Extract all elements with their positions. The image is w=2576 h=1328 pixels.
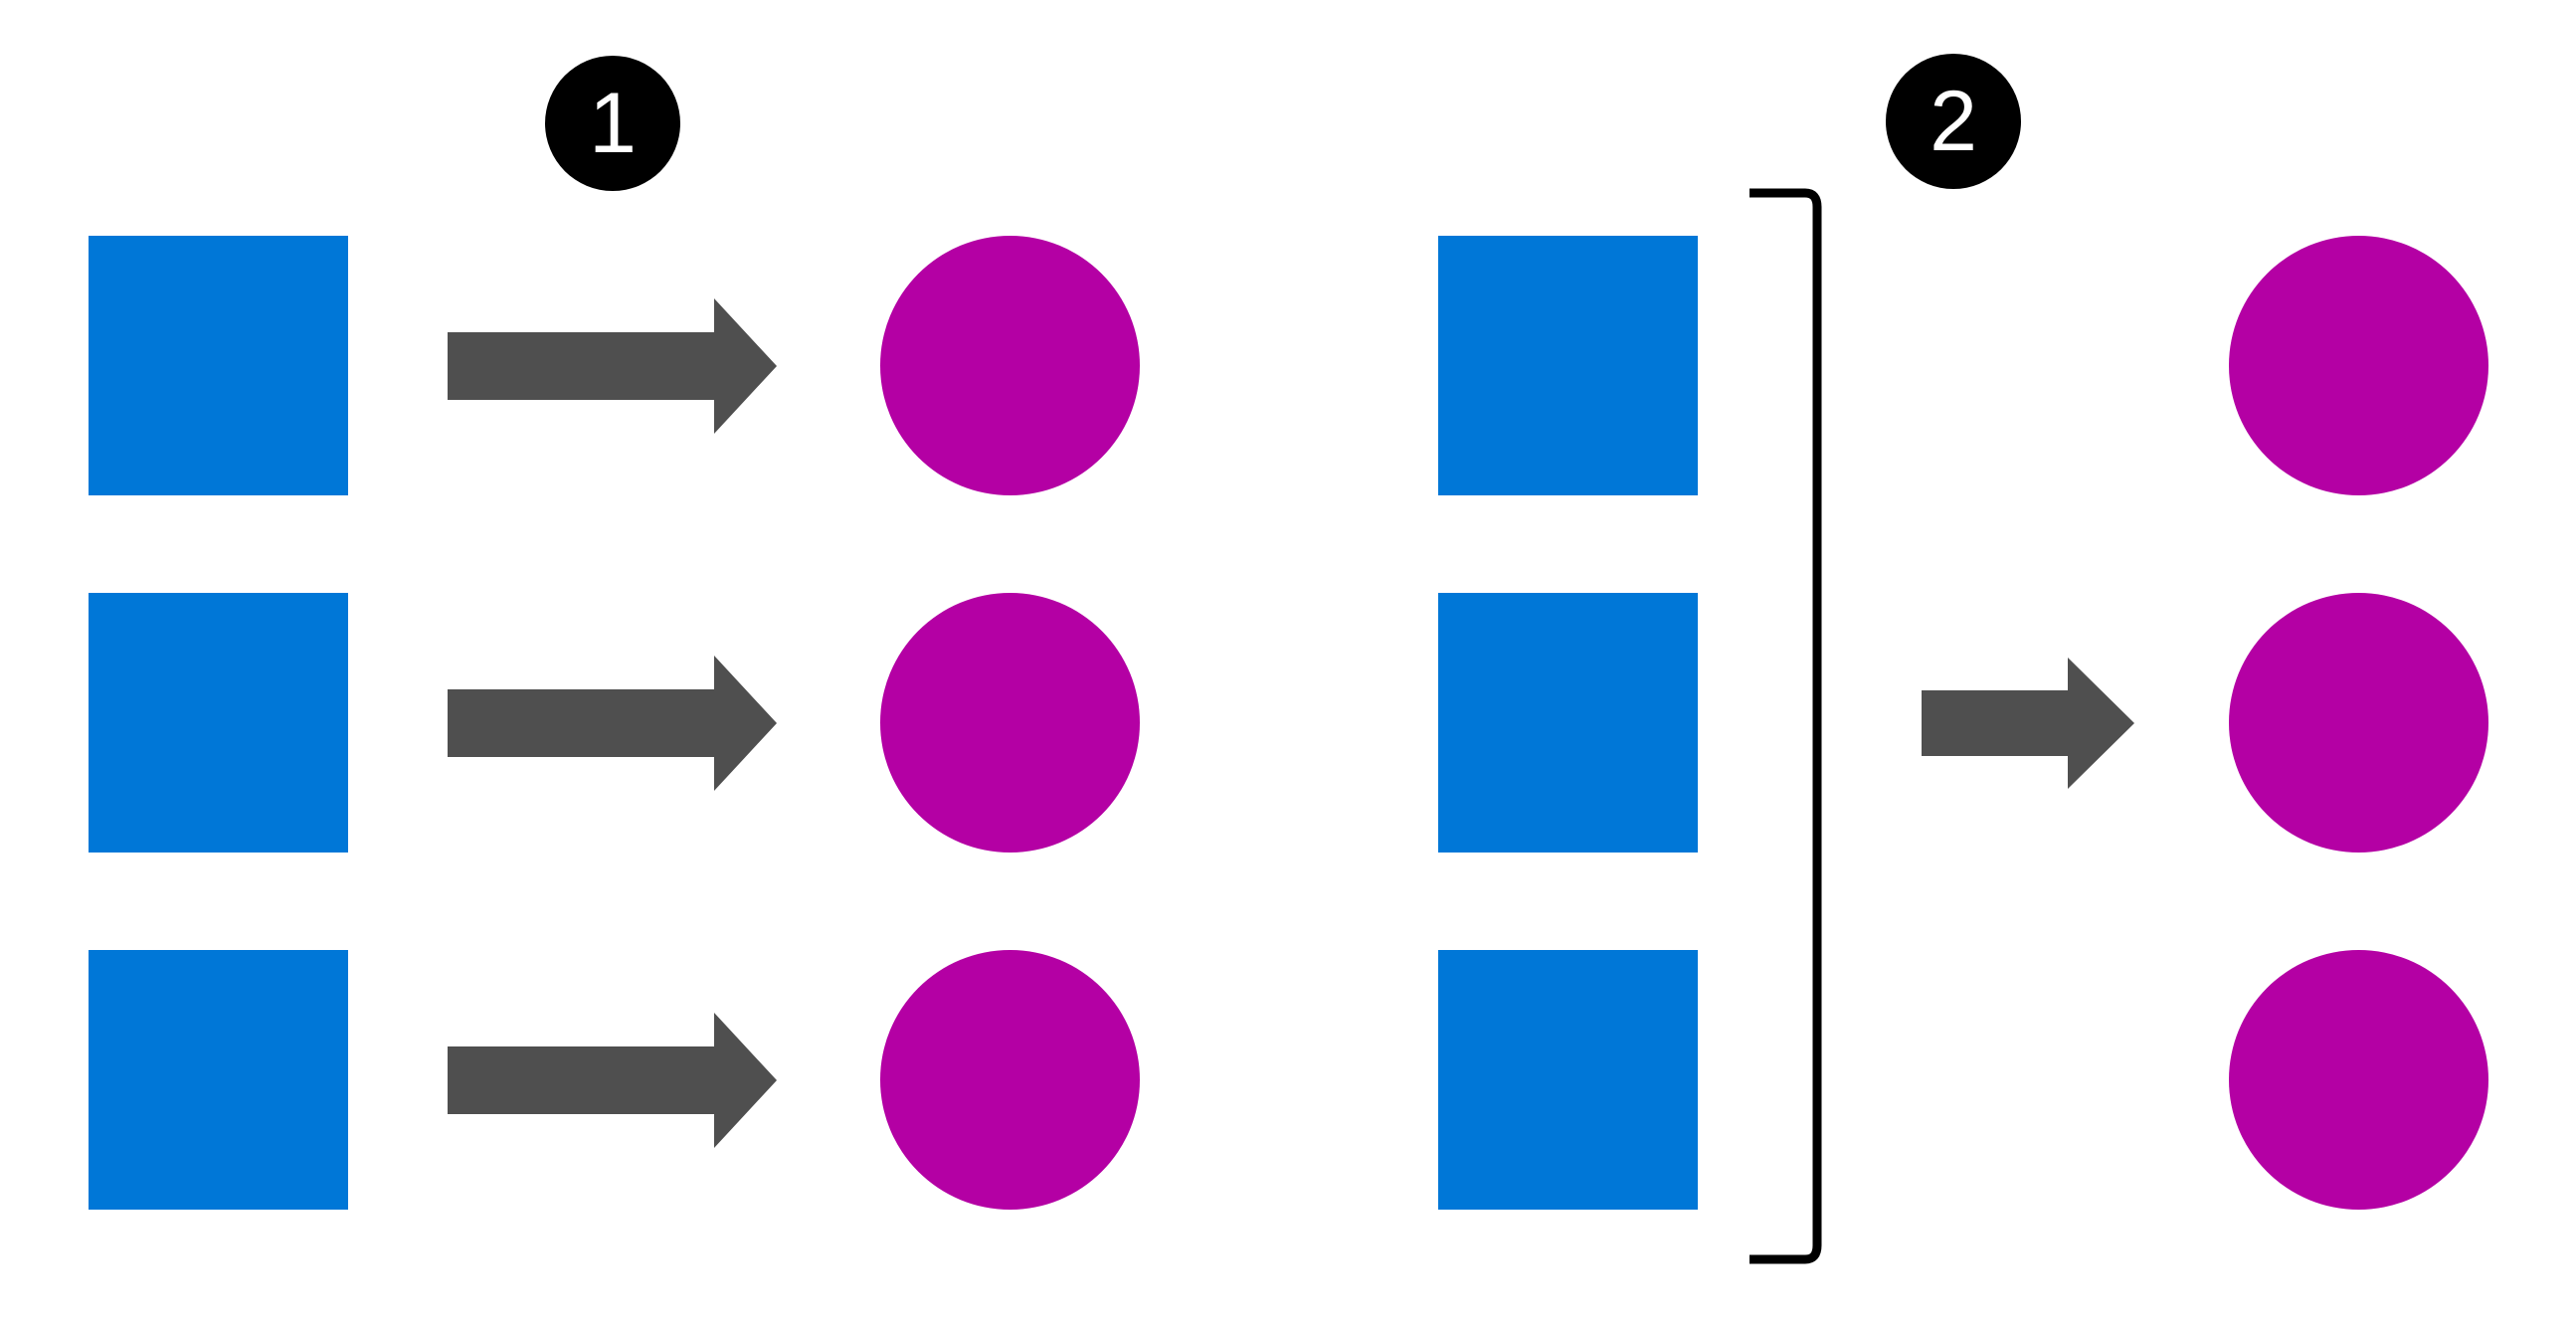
magenta-circle-3 <box>880 950 1140 1210</box>
magenta-circle-5 <box>2229 593 2488 853</box>
step-badge-2-label: 2 <box>1930 74 1977 169</box>
arrow-row-3 <box>448 1013 777 1148</box>
arrow-group <box>1922 658 2134 789</box>
blue-square-4 <box>1438 236 1698 495</box>
grouping-bracket <box>1749 188 1822 1264</box>
arrow-row-1 <box>448 298 777 434</box>
magenta-circle-1 <box>880 236 1140 495</box>
magenta-circle-2 <box>880 593 1140 853</box>
step-badge-1: 1 <box>545 56 680 191</box>
magenta-circle-4 <box>2229 236 2488 495</box>
blue-square-6 <box>1438 950 1698 1210</box>
blue-square-2 <box>89 593 348 853</box>
blue-square-1 <box>89 236 348 495</box>
step-badge-1-label: 1 <box>589 76 637 171</box>
arrow-row-2 <box>448 656 777 791</box>
magenta-circle-6 <box>2229 950 2488 1210</box>
blue-square-3 <box>89 950 348 1210</box>
step-badge-2: 2 <box>1886 54 2021 189</box>
blue-square-5 <box>1438 593 1698 853</box>
